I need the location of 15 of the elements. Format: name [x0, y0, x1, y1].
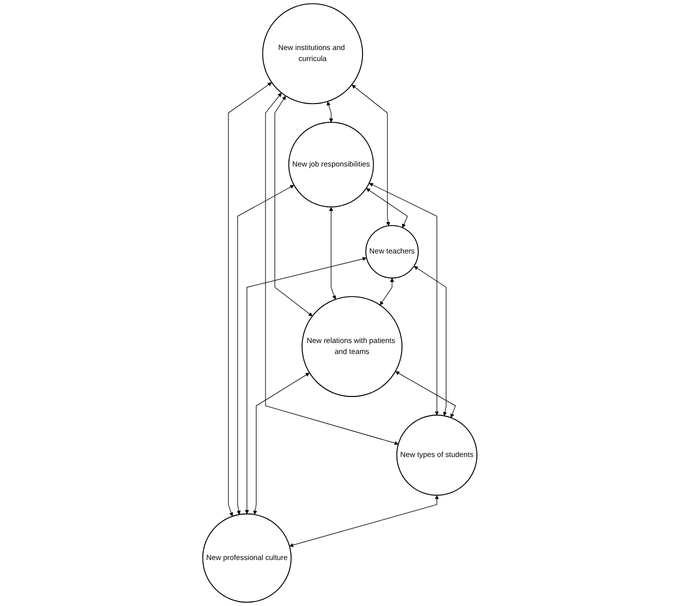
arrow	[366, 188, 408, 228]
arrow	[236, 184, 294, 515]
arrow	[414, 266, 447, 416]
arrow	[228, 82, 272, 516]
arrow	[379, 278, 394, 306]
arrow	[326, 101, 333, 122]
arrow	[351, 84, 390, 226]
arrow	[264, 92, 398, 446]
arrow	[288, 495, 439, 548]
arrow	[368, 183, 439, 416]
arrow	[244, 256, 366, 514]
arrow	[328, 206, 336, 300]
arrow	[252, 372, 310, 515]
arrow	[274, 96, 312, 316]
arrow	[395, 371, 456, 418]
